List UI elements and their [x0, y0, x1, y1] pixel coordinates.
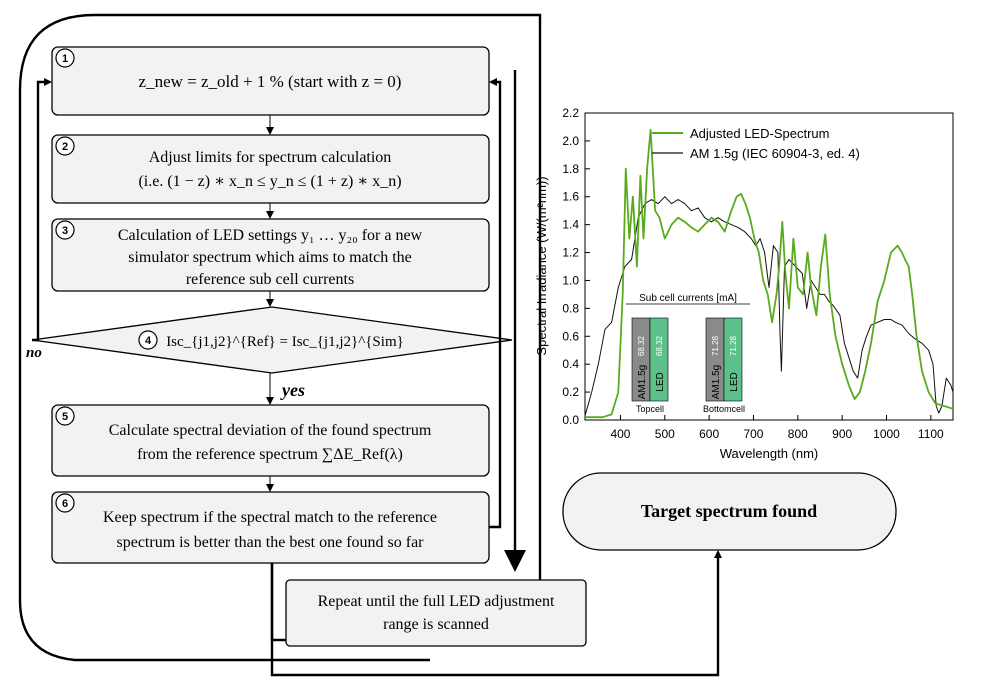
step-3-number-circle [55, 220, 75, 240]
y-tick-label: 2.0 [562, 134, 579, 148]
series-led-line [585, 128, 954, 419]
flowchart: 1 2 3 4 5 6 z_new = z_old + 1 % (start w… [18, 13, 897, 677]
x-tick-labels: 400 500 600 700 800 900 1000 1100 [610, 427, 944, 441]
y-tick-label: 1.0 [562, 273, 579, 287]
step-1-text: z_new = z_old + 1 % (start with z = 0) [139, 72, 402, 91]
step-2-number-circle [55, 136, 75, 156]
x-tick-label: 800 [788, 427, 808, 441]
target-label: Target spectrum found [641, 501, 817, 521]
topcell-am-value: 68.32 [637, 335, 646, 356]
step-3-line-3: reference sub cell currents [186, 271, 354, 288]
topcell-led-value: 68.32 [655, 335, 664, 356]
step-6-box [51, 491, 490, 564]
repeat-line-1: Repeat until the full LED adjustment [318, 593, 555, 610]
y-tick-label: 0.2 [562, 385, 579, 399]
step-5-number: 5 [62, 411, 68, 423]
x-tick-label: 400 [610, 427, 630, 441]
x-axis-label: Wavelength (nm) [720, 446, 819, 461]
topcell-label: Topcell [636, 404, 664, 414]
step-5-line-2: from the reference spectrum ∑ΔE_Ref(λ) [137, 446, 403, 463]
x-tick-label: 700 [743, 427, 763, 441]
step-3-line-1: Calculation of LED settings y₁ … y₂₀ for… [118, 227, 423, 244]
y-tick-label: 1.4 [562, 218, 579, 232]
yes-label: yes [280, 380, 305, 400]
step-6-number: 6 [62, 498, 68, 510]
inset-title: Sub cell currents [mA] [639, 293, 737, 304]
bottomcell-am-name: AM1.5g [711, 365, 722, 399]
step-4-number: 4 [145, 335, 152, 347]
x-tick-label: 500 [655, 427, 675, 441]
y-axis-label: Spectral Irradiance (W/(m²nm)) [534, 176, 549, 355]
bottomcell-led-value: 71.28 [729, 335, 738, 356]
bottomcell-am-value: 71.28 [711, 335, 720, 356]
repeat-box [285, 579, 587, 647]
step-6-line-1: Keep spectrum if the spectral match to t… [103, 509, 437, 526]
topcell-am-name: AM1.5g [637, 365, 648, 399]
step-1-number-circle [55, 48, 75, 68]
step-2-number: 2 [62, 141, 68, 153]
step-2-line-1: Adjust limits for spectrum calculation [149, 149, 392, 166]
step-2-box [51, 134, 490, 204]
step-4-number-circle [138, 330, 158, 350]
repeat-line-2: range is scanned [383, 616, 489, 633]
topcell-led-bar [649, 317, 669, 402]
legend-label-led: Adjusted LED-Spectrum [690, 126, 829, 141]
step-3-number: 3 [62, 225, 68, 237]
legend: Adjusted LED-Spectrum AM 1.5g (IEC 60904… [652, 126, 860, 161]
y-tick-label: 1.8 [562, 162, 579, 176]
step-3-line-2: simulator spectrum which aims to match t… [128, 249, 412, 266]
bottomcell-led-name: LED [729, 372, 740, 391]
y-tick-label: 2.2 [562, 106, 579, 120]
topcell-led-name: LED [655, 372, 666, 391]
y-tick-label: 1.6 [562, 190, 579, 204]
step-6-number-circle [55, 493, 75, 513]
step-numbers: 1 2 3 4 5 6 [55, 48, 158, 513]
y-tick-label: 1.2 [562, 246, 579, 260]
keep-loop-arrow [489, 78, 502, 529]
step-5-box [51, 404, 490, 477]
y-tick-label: 0.8 [562, 301, 579, 315]
step-4-decision [31, 306, 513, 374]
subcell-inset: Sub cell currents [mA] 68.32 68.32 AM1.5… [626, 293, 750, 414]
step-5-number-circle [55, 406, 75, 426]
step-4-text: Isc_{j1,j2}^{Ref} = Isc_{j1,j2}^{Sim} [166, 334, 404, 350]
no-label: no [26, 345, 42, 361]
legend-label-am: AM 1.5g (IEC 60904-3, ed. 4) [690, 146, 860, 161]
bottomcell-label: Bottomcell [703, 404, 745, 414]
y-tick-label: 0.0 [562, 413, 579, 427]
target-arrow [270, 550, 722, 677]
no-loop-arrow [32, 78, 52, 342]
step-6-line-2: spectrum is better than the best one fou… [116, 534, 424, 551]
step-1-number: 1 [62, 53, 68, 65]
axis-ticks [585, 112, 932, 421]
bottomcell-led-bar [723, 317, 743, 402]
series-layer [584, 128, 954, 419]
step-5-line-1: Calculate spectral deviation of the foun… [109, 422, 432, 439]
x-tick-label: 1100 [918, 427, 944, 441]
target-box [562, 472, 897, 551]
x-tick-label: 1000 [873, 427, 900, 441]
y-tick-label: 0.4 [562, 357, 579, 371]
x-tick-label: 600 [699, 427, 719, 441]
y-tick-labels: 0.0 0.2 0.4 0.6 0.8 1.0 1.2 1.4 1.6 1.8 2.0 2.2 [562, 106, 579, 427]
x-tick-label: 900 [832, 427, 852, 441]
y-tick-label: 0.6 [562, 329, 579, 343]
step-2-line-2: (i.e. (1 − z) ∗ x_n ≤ y_n ≤ (1 + z) ∗ x_… [138, 173, 401, 190]
